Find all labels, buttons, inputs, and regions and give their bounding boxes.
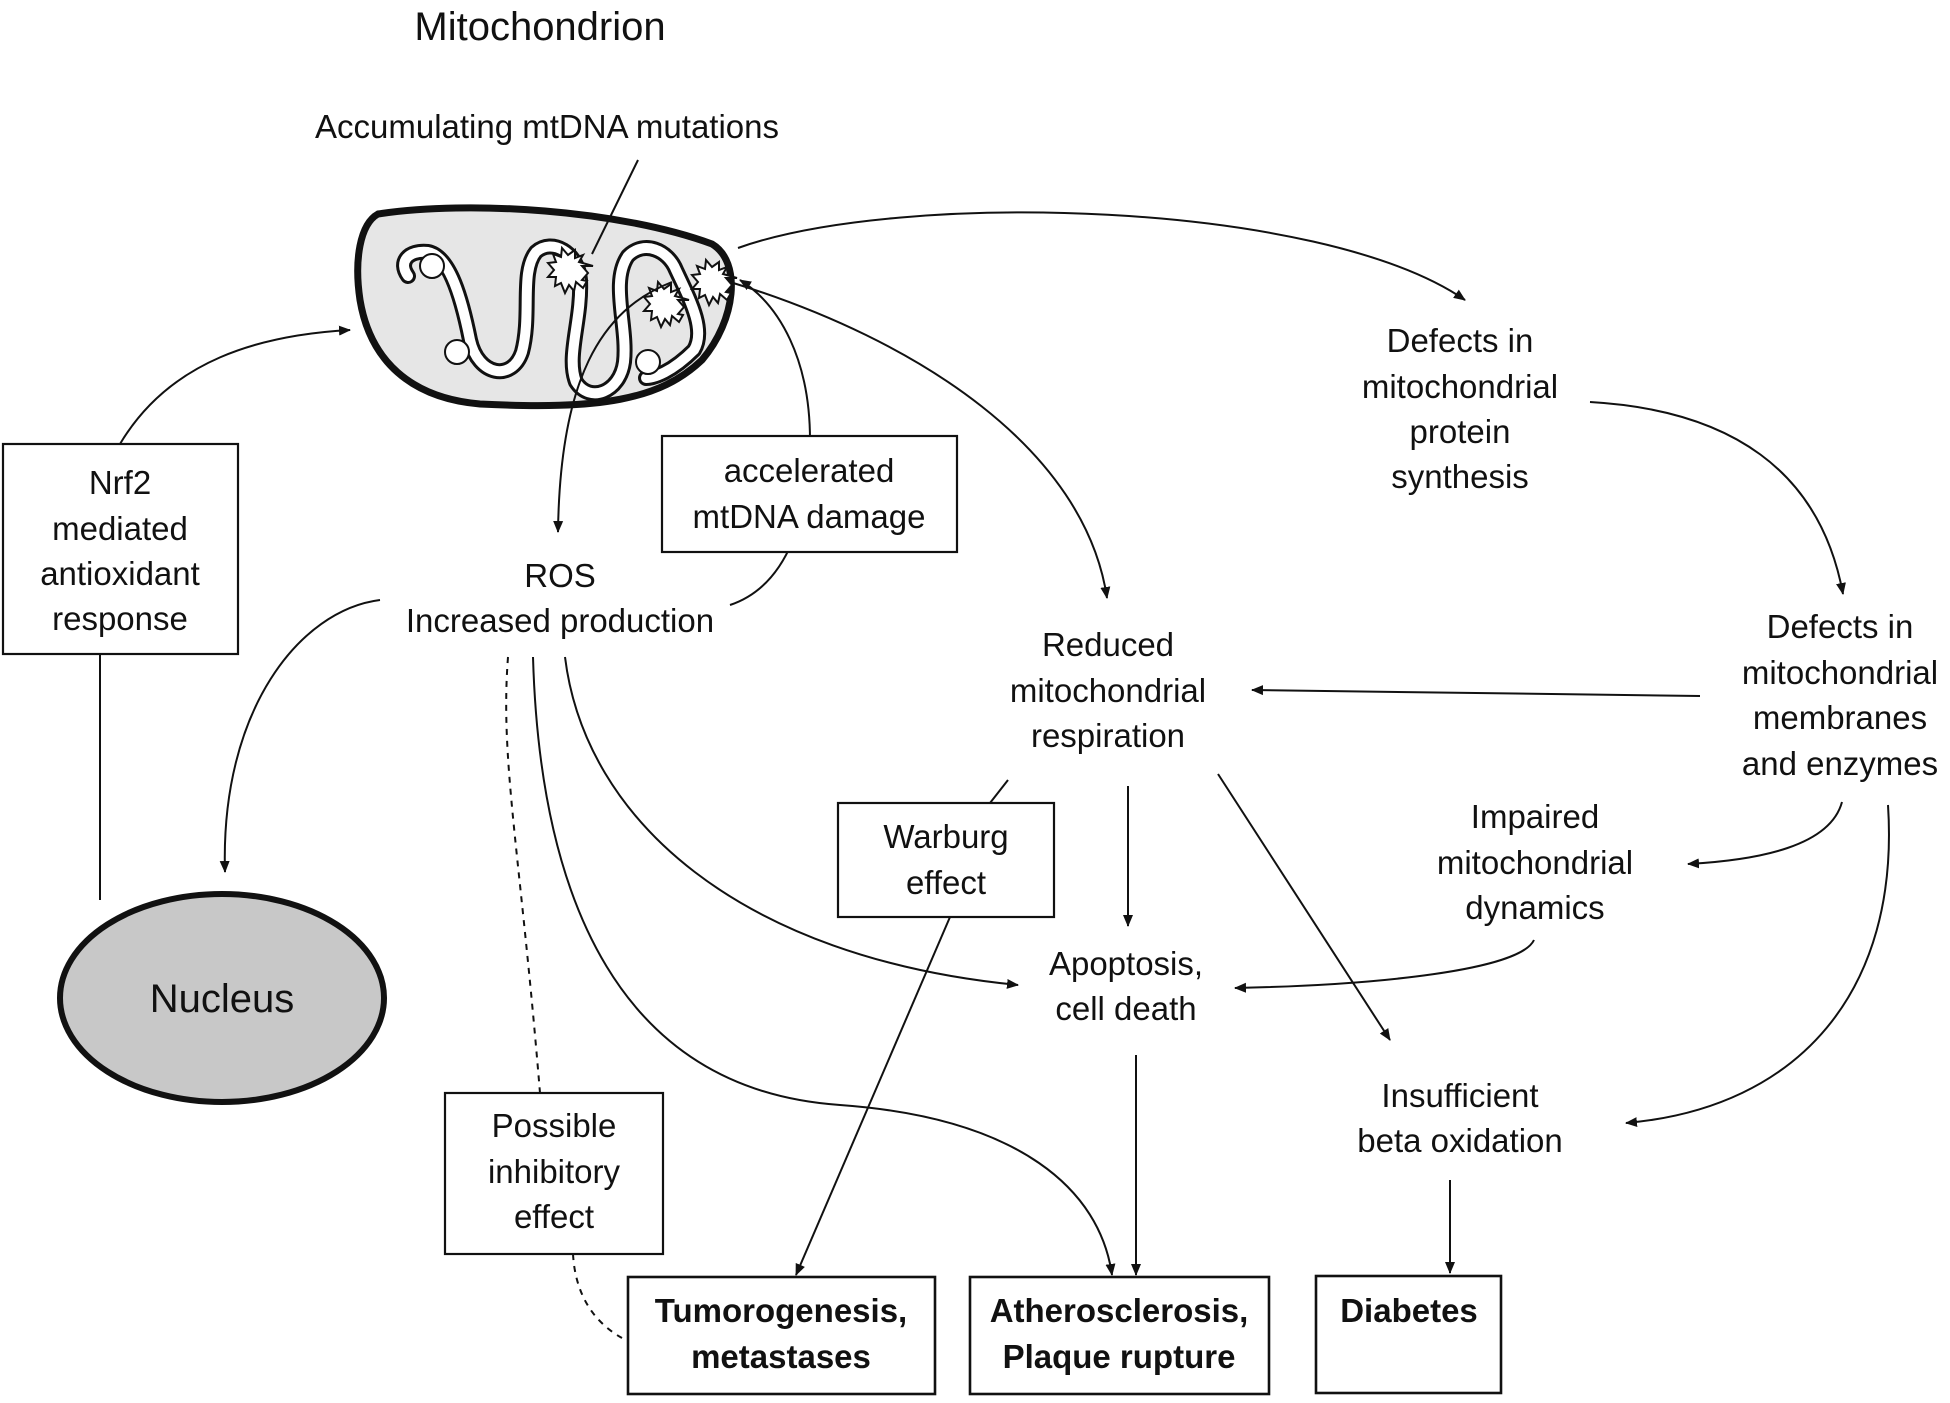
arrow-protein-to-membrane-defects bbox=[1589, 401, 1846, 595]
svg-text:mtDNA damage: mtDNA damage bbox=[693, 498, 926, 535]
svg-text:metastases: metastases bbox=[691, 1338, 871, 1375]
svg-text:mitochondrial: mitochondrial bbox=[1437, 844, 1633, 881]
diagram-title: Mitochondrion bbox=[414, 5, 665, 49]
tumorogenesis-label: Tumorogenesis, metastases bbox=[655, 1292, 907, 1375]
insufficient-beta-label: Insufficient beta oxidation bbox=[1357, 1077, 1563, 1159]
nucleus-shape bbox=[57, 891, 387, 1105]
dashed-ros-inhibitory bbox=[505, 656, 541, 1094]
nrf2-label: Nrf2 mediated antioxidant response bbox=[40, 464, 200, 637]
arrow-respiration-to-beta bbox=[1217, 773, 1391, 1041]
svg-text:Tumorogenesis,: Tumorogenesis, bbox=[655, 1292, 907, 1329]
svg-text:Possible: Possible bbox=[492, 1107, 617, 1144]
svg-text:synthesis: synthesis bbox=[1391, 458, 1529, 495]
svg-text:Defects in: Defects in bbox=[1767, 608, 1914, 645]
mtdna-circle bbox=[635, 349, 661, 375]
mitochondrion-illustration bbox=[354, 204, 738, 410]
svg-text:and enzymes: and enzymes bbox=[1742, 745, 1938, 782]
svg-text:respiration: respiration bbox=[1031, 717, 1185, 754]
svg-text:Increased production: Increased production bbox=[406, 602, 714, 639]
arrow-nrf2-to-mito bbox=[119, 325, 351, 445]
arrow-membrane-to-respiration bbox=[1251, 685, 1701, 697]
possible-inhibitory-box bbox=[443, 1091, 665, 1256]
svg-text:inhibitory: inhibitory bbox=[488, 1153, 621, 1190]
arrow-membrane-to-dynamics bbox=[1687, 801, 1843, 869]
svg-text:dynamics: dynamics bbox=[1465, 889, 1604, 926]
nucleus-label: Nucleus bbox=[150, 977, 295, 1021]
accelerated-damage-label: accelerated mtDNA damage bbox=[693, 452, 926, 535]
svg-text:mitochondrial: mitochondrial bbox=[1010, 672, 1206, 709]
atherosclerosis-label: Atherosclerosis, Plaque rupture bbox=[990, 1292, 1249, 1375]
warburg-box bbox=[836, 801, 1056, 919]
mutation-star-icon bbox=[689, 257, 738, 308]
svg-text:effect: effect bbox=[514, 1198, 594, 1235]
svg-text:membranes: membranes bbox=[1753, 699, 1927, 736]
svg-text:Nrf2: Nrf2 bbox=[89, 464, 151, 501]
arrow-warburg-to-tumorogenesis bbox=[795, 916, 951, 1276]
svg-text:cell death: cell death bbox=[1055, 990, 1196, 1027]
reduced-respiration-label: Reduced mitochondrial respiration bbox=[1010, 626, 1206, 754]
arrow-mutations-to-mito bbox=[591, 159, 639, 255]
svg-text:mediated: mediated bbox=[52, 510, 188, 547]
svg-text:Warburg: Warburg bbox=[883, 818, 1008, 855]
defects-membranes-label: Defects in mitochondrial membranes and e… bbox=[1742, 608, 1938, 782]
arrow-mito-to-ros bbox=[553, 281, 673, 533]
arrow-mito-to-respiration bbox=[729, 281, 1111, 599]
mutation-star-icon bbox=[545, 245, 594, 296]
svg-text:ROS: ROS bbox=[524, 557, 596, 594]
ros-label: ROS Increased production bbox=[406, 557, 714, 639]
impaired-dynamics-label: Impaired mitochondrial dynamics bbox=[1437, 798, 1633, 926]
warburg-label: Warburg effect bbox=[883, 818, 1008, 901]
mtdna-mutations-label: Accumulating mtDNA mutations bbox=[315, 108, 779, 145]
arrow-dynamics-to-apoptosis bbox=[1234, 939, 1535, 993]
mtdna-circle bbox=[419, 253, 445, 279]
line-respiration-to-warburg bbox=[989, 779, 1009, 804]
svg-text:mitochondrial: mitochondrial bbox=[1742, 654, 1938, 691]
svg-text:protein: protein bbox=[1410, 413, 1511, 450]
apoptosis-label: Apoptosis, cell death bbox=[1049, 945, 1203, 1027]
svg-text:beta oxidation: beta oxidation bbox=[1357, 1122, 1563, 1159]
dashed-inhibitory-tumorogenesis bbox=[572, 1253, 623, 1339]
defects-protein-label: Defects in mitochondrial protein synthes… bbox=[1362, 322, 1558, 495]
atherosclerosis-box bbox=[968, 1275, 1271, 1396]
tumorogenesis-box bbox=[626, 1275, 937, 1396]
accelerated-damage-box bbox=[660, 434, 959, 554]
arrow-ros-to-atherosclerosis bbox=[532, 656, 1116, 1276]
svg-text:Insufficient: Insufficient bbox=[1381, 1077, 1538, 1114]
arrow-ros-to-nucleus bbox=[219, 599, 381, 873]
connectors bbox=[99, 159, 1890, 1339]
nrf2-box bbox=[1, 442, 240, 656]
svg-text:Atherosclerosis,: Atherosclerosis, bbox=[990, 1292, 1249, 1329]
svg-text:effect: effect bbox=[906, 864, 986, 901]
arrow-ros-to-apoptosis bbox=[564, 656, 1019, 989]
svg-text:antioxidant: antioxidant bbox=[40, 555, 200, 592]
possible-inhibitory-label: Possible inhibitory effect bbox=[488, 1107, 621, 1235]
svg-text:Reduced: Reduced bbox=[1042, 626, 1174, 663]
svg-text:mitochondrial: mitochondrial bbox=[1362, 368, 1558, 405]
diabetes-label: Diabetes bbox=[1340, 1292, 1478, 1329]
svg-text:Defects in: Defects in bbox=[1387, 322, 1534, 359]
arrow-membrane-to-beta bbox=[1625, 804, 1890, 1128]
svg-text:Apoptosis,: Apoptosis, bbox=[1049, 945, 1203, 982]
diabetes-box bbox=[1314, 1274, 1503, 1395]
svg-text:Plaque rupture: Plaque rupture bbox=[1003, 1338, 1236, 1375]
mutation-star-icon bbox=[641, 279, 690, 330]
mtdna-circle bbox=[444, 339, 470, 365]
svg-text:response: response bbox=[52, 600, 188, 637]
arrow-mito-to-protein-defects bbox=[737, 211, 1466, 301]
svg-text:Impaired: Impaired bbox=[1471, 798, 1599, 835]
svg-text:accelerated: accelerated bbox=[724, 452, 895, 489]
